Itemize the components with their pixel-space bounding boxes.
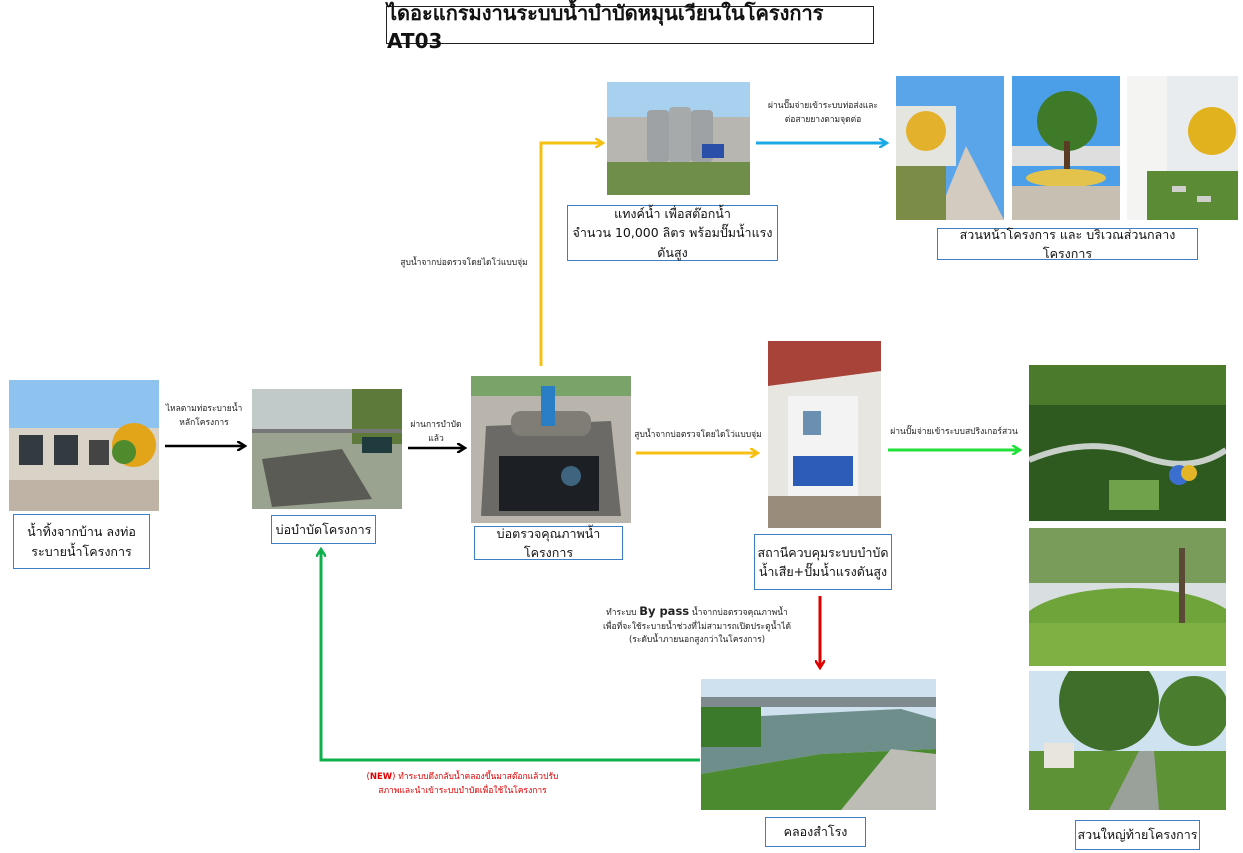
treatment-pond-photo bbox=[252, 389, 402, 509]
front-garden-photo-1 bbox=[896, 76, 1004, 220]
note-tank-to-garden: ผ่านปั๊มจ่ายเข้าระบบท่อส่งและ ต่อสายยางต… bbox=[762, 100, 884, 127]
note-bypass-line3: (ระดับน้ำภายนอกสูงกว่าในโครงการ) bbox=[628, 635, 766, 646]
house-caption-line2: ระบายน้ำโครงการ bbox=[31, 543, 132, 559]
rear-garden-caption-text: สวนใหญ่ท้ายโครงการ bbox=[1077, 827, 1198, 843]
note-canal-return-line1: (NEW) ทำระบบดึงกลับน้ำคลองขึ้นมาสต๊อกแล้… bbox=[366, 772, 559, 782]
note-pond-to-inspection: ผ่านการบำบัดแล้ว bbox=[403, 419, 469, 446]
note-inspection-to-station: สูบน้ำจากบ่อตรวจโดยไดโว่แบบจุ่ม bbox=[633, 429, 763, 443]
note-bypass-prefix: ทำระบบ bbox=[606, 608, 637, 618]
arrow-canal-return-to-pond bbox=[321, 550, 700, 762]
note-tank-to-garden-line1: ผ่านปั๊มจ่ายเข้าระบบท่อส่งและ bbox=[767, 101, 878, 111]
water-tank-caption: แทงค์น้ำ เพื่อสต๊อกน้ำ จำนวน 10,000 ลิตร… bbox=[567, 205, 778, 261]
arrow-inspection-to-tank bbox=[539, 143, 602, 366]
house-photo bbox=[9, 380, 159, 511]
note-bypass: ทำระบบ By pass น้ำจากบ่อตรวจคุณภาพน้ำ เพ… bbox=[578, 602, 816, 648]
note-canal-new-tag: NEW bbox=[369, 772, 393, 782]
treatment-pond-caption: บ่อบำบัดโครงการ bbox=[271, 515, 376, 544]
rear-garden-caption: สวนใหญ่ท้ายโครงการ bbox=[1075, 820, 1200, 850]
front-garden-photo-2 bbox=[1012, 76, 1120, 220]
control-station-caption-line2: น้ำเสีย+ปั๊มน้ำแรงดันสูง bbox=[758, 564, 888, 579]
rear-garden-photo-2 bbox=[1029, 528, 1226, 666]
note-inspection-to-tank: สูบน้ำจากบ่อตรวจโดยไดโว่แบบจุ่ม bbox=[390, 257, 538, 271]
note-tank-to-garden-line2: ต่อสายยางตามจุดต่อ bbox=[784, 114, 862, 125]
note-station-to-rear-garden-text: ผ่านปั๊มจ่ายเข้าระบบสปริงเกอร์สวน bbox=[890, 427, 1018, 437]
note-house-to-pond-line2: หลักโครงการ bbox=[179, 417, 229, 428]
inspection-pond-caption-text: บ่อตรวจคุณภาพน้ำโครงการ bbox=[496, 525, 601, 560]
water-tank-photo bbox=[607, 82, 750, 195]
note-station-to-rear-garden: ผ่านปั๊มจ่ายเข้าระบบสปริงเกอร์สวน bbox=[888, 426, 1020, 440]
control-station-caption: สถานีควบคุมระบบบำบัด น้ำเสีย+ปั๊มน้ำแรงด… bbox=[754, 534, 892, 590]
note-canal-return: (NEW) ทำระบบดึงกลับน้ำคลองขึ้นมาสต๊อกแล้… bbox=[340, 771, 585, 798]
water-tank-caption-line2: จำนวน 10,000 ลิตร พร้อมปั๊มน้ำแรงดันสูง bbox=[572, 225, 773, 260]
note-canal-return-line1-text: ทำระบบดึงกลับน้ำคลองขึ้นมาสต๊อกแล้วปรับ bbox=[398, 772, 559, 782]
inspection-pond-caption: บ่อตรวจคุณภาพน้ำโครงการ bbox=[474, 526, 623, 560]
treatment-pond-caption-text: บ่อบำบัดโครงการ bbox=[275, 521, 372, 537]
note-bypass-line1: ทำระบบ By pass น้ำจากบ่อตรวจคุณภาพน้ำ bbox=[578, 602, 816, 621]
front-garden-photo-3 bbox=[1127, 76, 1238, 220]
canal-caption-text: คลองสำโรง bbox=[783, 824, 848, 840]
note-canal-return-line2: สภาพและนำเข้าระบบบำบัดเพื่อใช้ในโครงการ bbox=[378, 785, 547, 796]
canal-photo bbox=[701, 679, 936, 810]
house-caption-line1: น้ำทิ้งจากบ้าน ลงท่อ bbox=[27, 524, 136, 540]
note-house-to-pond-line1: ไหลตามท่อระบายน้ำ bbox=[165, 404, 243, 414]
water-tank-caption-line1: แทงค์น้ำ เพื่อสต๊อกน้ำ bbox=[614, 205, 731, 221]
house-caption: น้ำทิ้งจากบ้าน ลงท่อ ระบายน้ำโครงการ bbox=[13, 514, 150, 569]
canal-caption: คลองสำโรง bbox=[765, 817, 866, 847]
control-station-caption-line1: สถานีควบคุมระบบบำบัด bbox=[757, 544, 889, 560]
front-garden-caption-text: สวนหน้าโครงการ และ บริเวณส่วนกลางโครงการ bbox=[959, 226, 1176, 261]
note-house-to-pond: ไหลตามท่อระบายน้ำ หลักโครงการ bbox=[162, 403, 246, 430]
note-inspection-to-station-text: สูบน้ำจากบ่อตรวจโดยไดโว่แบบจุ่ม bbox=[634, 430, 762, 440]
note-bypass-suffix: น้ำจากบ่อตรวจคุณภาพน้ำ bbox=[691, 608, 788, 618]
note-bypass-keyword: By pass bbox=[639, 604, 690, 618]
rear-garden-photo-1 bbox=[1029, 365, 1226, 521]
note-pond-to-inspection-text: ผ่านการบำบัดแล้ว bbox=[410, 420, 462, 444]
inspection-pond-photo bbox=[471, 376, 631, 523]
rear-garden-photo-3 bbox=[1029, 671, 1226, 810]
note-inspection-to-tank-text: สูบน้ำจากบ่อตรวจโดยไดโว่แบบจุ่ม bbox=[400, 258, 528, 268]
front-garden-caption: สวนหน้าโครงการ และ บริเวณส่วนกลางโครงการ bbox=[937, 227, 1198, 261]
note-bypass-line2: เพื่อที่จะใช้ระบายน้ำช่วงที่ไม่สามารถเปิ… bbox=[602, 621, 791, 632]
control-station-photo bbox=[768, 341, 881, 528]
